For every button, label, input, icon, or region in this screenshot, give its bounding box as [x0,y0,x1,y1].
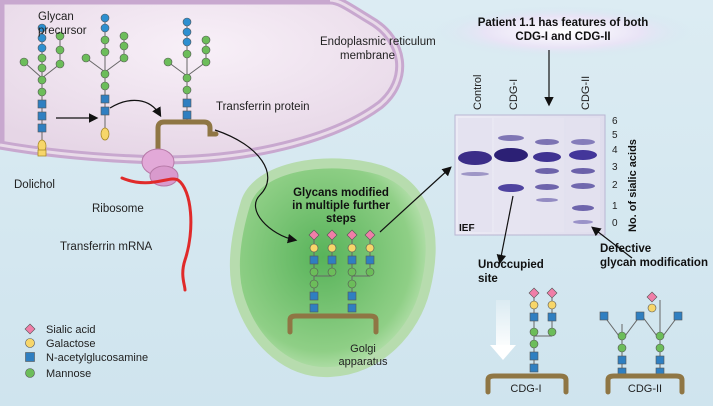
glycan-precursor-1 [19,23,65,157]
sialic-tick-label: 2 [612,180,618,191]
gel-lane-label: CDG-I [508,79,520,110]
label-ribosome: Ribosome [92,203,144,215]
ief-gel [454,114,606,236]
gel-lane-label: CDG-II [580,76,592,110]
label-cdg1-protein: CDG-I [510,383,541,395]
cdg1-protein [485,287,569,395]
legend-galactose-label: Galactose [46,338,96,350]
transferrin-protein-er [155,119,219,153]
label-transferrin-mrna: Transferrin mRNA [60,241,153,253]
arrow-to-protein [109,99,162,118]
mannose-icon [25,368,35,378]
glcnac-icon [25,352,35,362]
arrow-unoccupied [496,195,514,265]
er-membrane [0,0,405,165]
label-cdg2-protein: CDG-II [628,383,662,395]
sialic-acid-icon [24,323,36,335]
label-transferrin-protein: Transferrin protein [216,101,310,113]
transferrin-protein-golgi [287,313,379,335]
label-dolichol: Dolichol [14,179,55,191]
golgi-apparatus [229,158,436,378]
golgi-glycans [308,229,376,313]
glycan-precursor-2 [81,13,129,141]
legend [24,323,36,378]
sialic-ticks: 6 5 4 3 2 1 0 [612,116,618,229]
glycan-transferrin-er [163,17,211,120]
patient-highlight [433,6,693,58]
sialic-tick-label: 0 [612,218,618,229]
cdg2-protein [599,291,685,395]
legend-glcnac-label: N-acetylglucosamine [46,352,148,364]
arrow-defective [591,226,633,259]
arrow-golgi-to-gel [379,166,452,233]
gel-lane-labels: Control CDG-I CDG-II [472,75,592,110]
sialic-tick-label: 4 [612,145,618,156]
arrow-er-to-golgi [214,129,298,244]
sialic-tick-label: 3 [612,162,618,173]
galactose-icon [25,338,35,348]
label-sialic-axis: No. of sialic acids [627,139,639,232]
legend-mannose-label: Mannose [46,368,91,380]
sialic-tick-label: 5 [612,130,618,141]
legend-sialic-label: Sialic acid [46,324,96,336]
transferrin-mrna [120,176,193,292]
gel-lane-label: Control [472,75,484,110]
label-ief: IEF [459,223,475,234]
sialic-tick-label: 1 [612,201,618,212]
sialic-tick-label: 6 [612,116,618,127]
